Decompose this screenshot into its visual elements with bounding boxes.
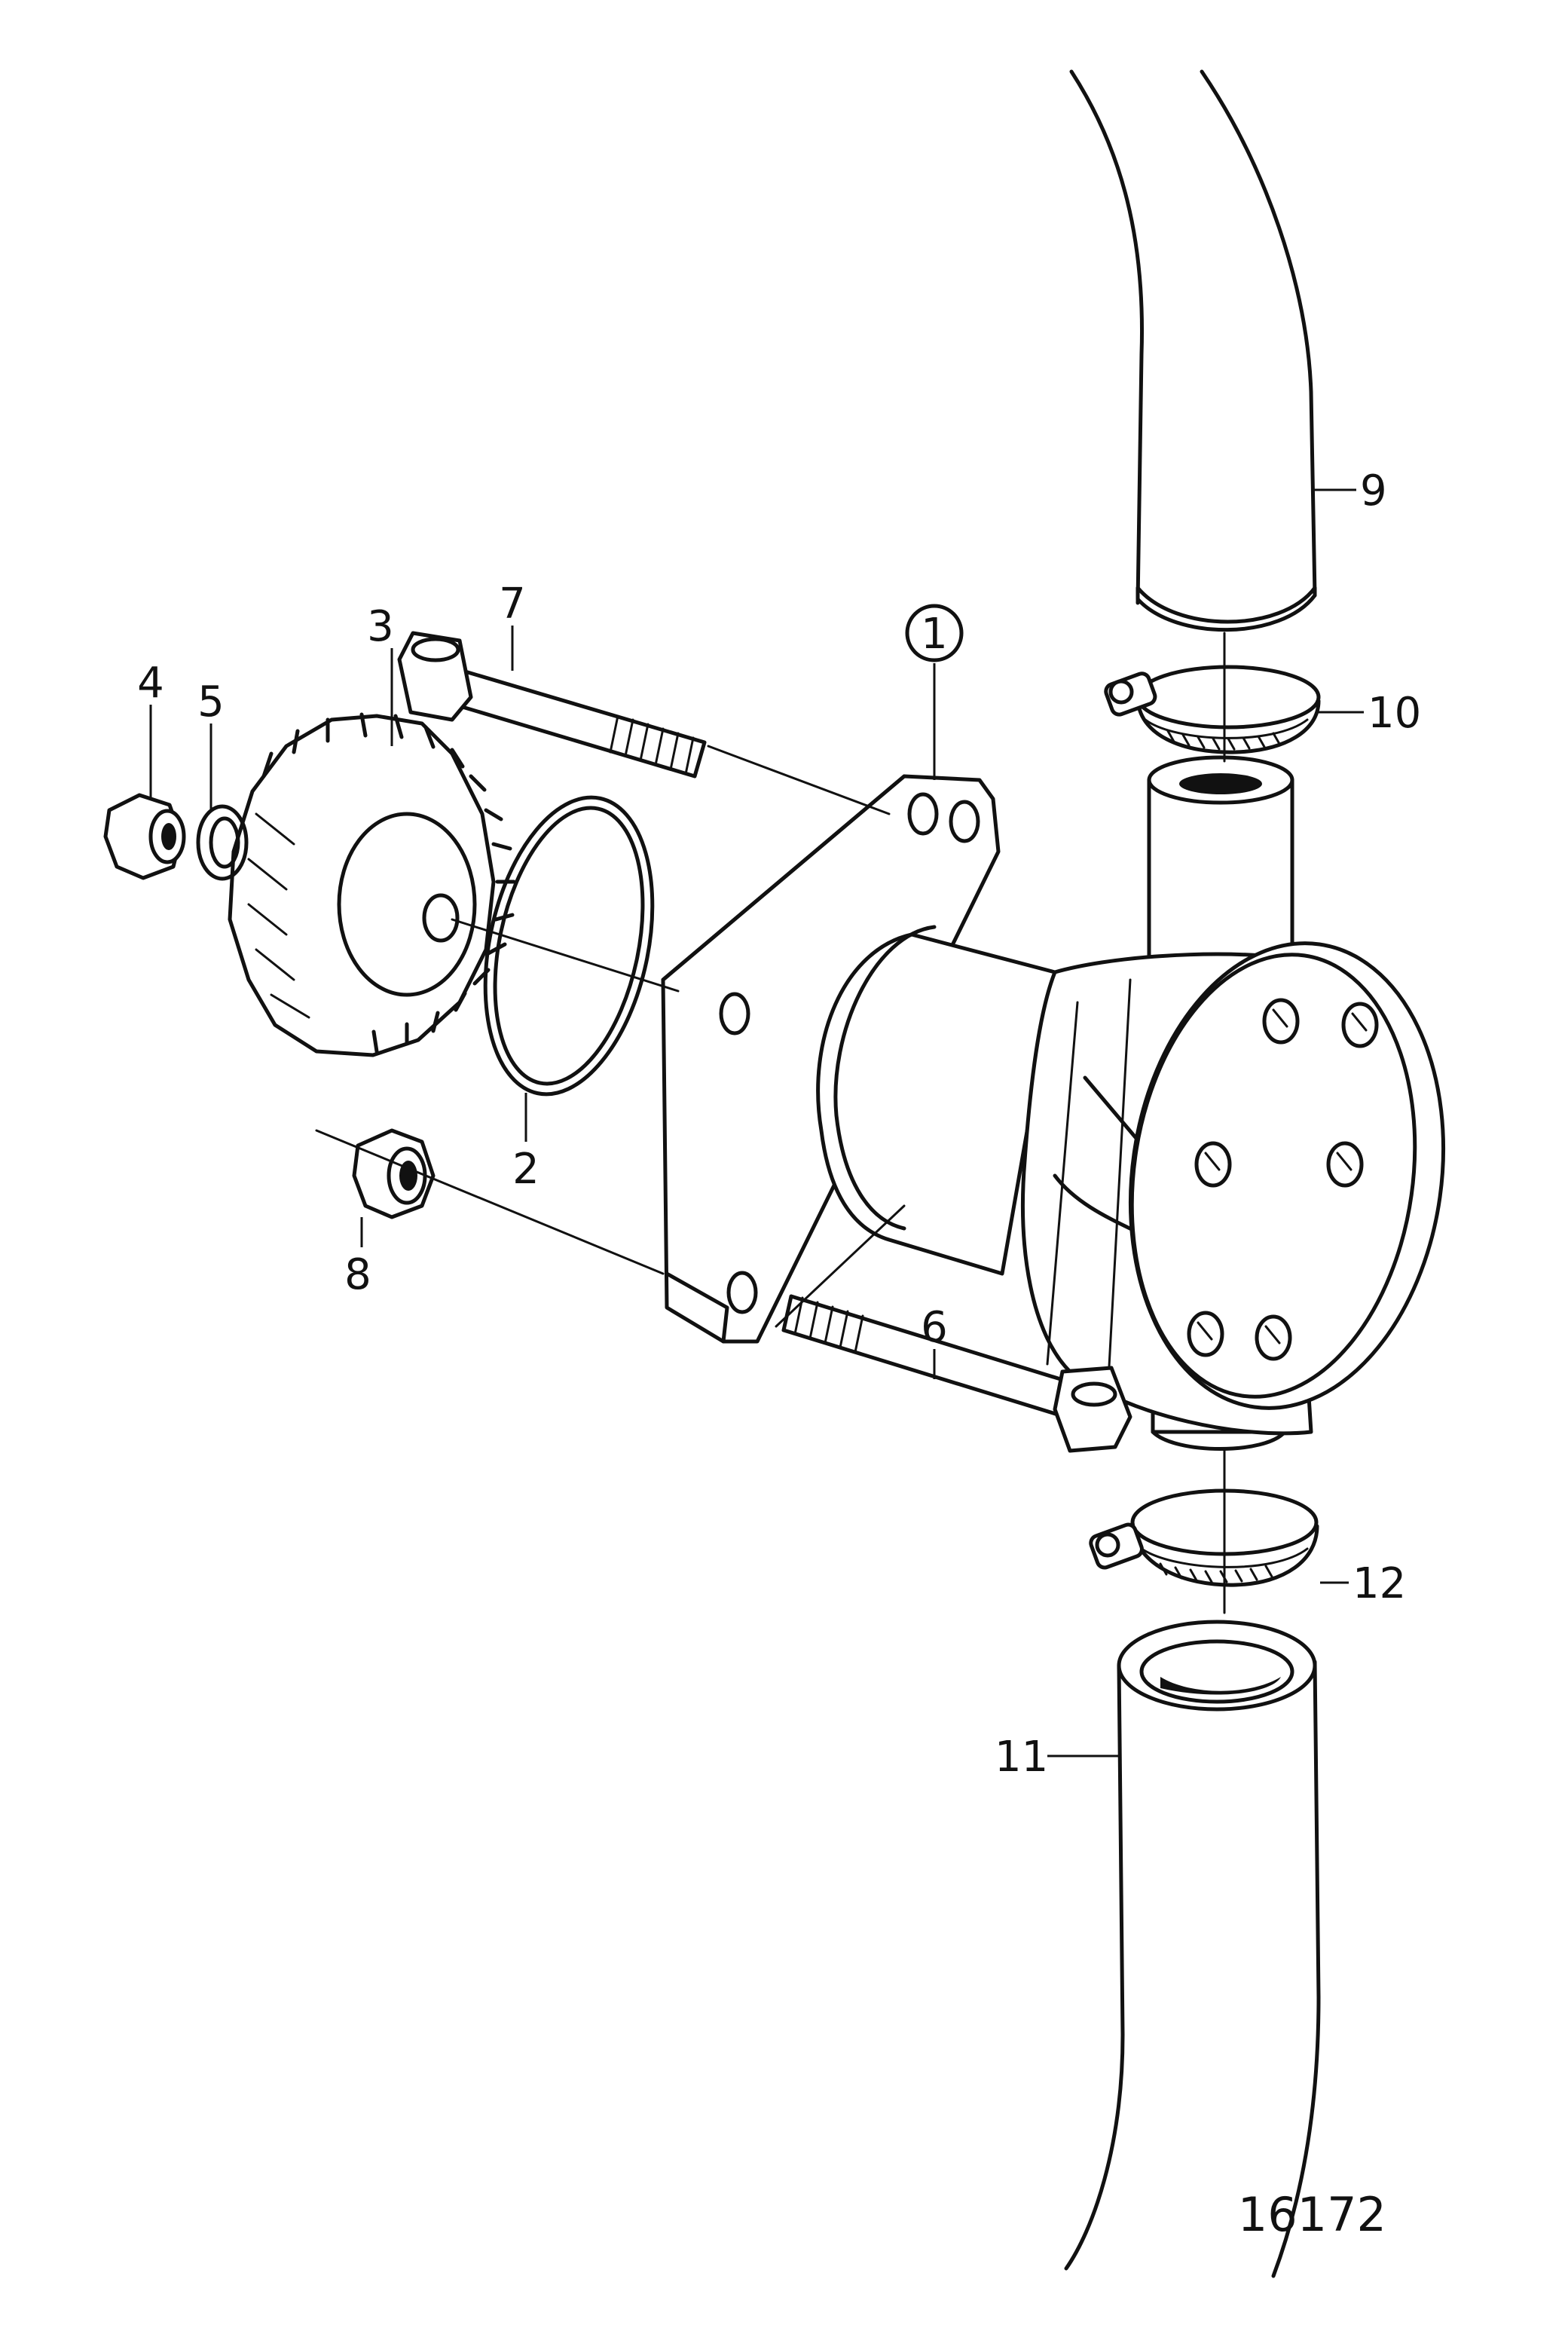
lock-washer-5 bbox=[196, 804, 249, 881]
callout-5: 5 bbox=[197, 678, 225, 727]
callout-3: 3 bbox=[367, 602, 394, 651]
callout-2: 2 bbox=[512, 1145, 539, 1194]
lower-hose bbox=[1064, 1620, 1321, 2278]
callout-labels: 1 2 3 4 5 6 7 8 9 10 11 12 bbox=[137, 467, 1421, 1782]
callout-4: 4 bbox=[137, 659, 164, 708]
long-bolt-upper bbox=[397, 631, 707, 779]
lower-hose-clamp bbox=[1089, 1488, 1319, 1587]
callout-6: 6 bbox=[921, 1303, 948, 1352]
upper-hose-clamp bbox=[1104, 665, 1321, 754]
hex-nut-4 bbox=[103, 793, 186, 880]
callout-12: 12 bbox=[1353, 1559, 1406, 1608]
assembly-center-lines bbox=[315, 632, 1226, 1614]
callout-10: 10 bbox=[1368, 689, 1421, 738]
callout-7: 7 bbox=[499, 580, 526, 629]
callout-9: 9 bbox=[1360, 467, 1387, 515]
pump-assembly bbox=[661, 755, 1446, 1451]
upper-hose bbox=[1069, 69, 1317, 632]
callout-1-circle bbox=[905, 604, 964, 662]
callout-11: 11 bbox=[995, 1733, 1048, 1782]
callout-leaders bbox=[149, 488, 1364, 1757]
hex-nut-8 bbox=[352, 1128, 436, 1219]
drive-gear bbox=[228, 712, 516, 1057]
figure-number: 16172 bbox=[1238, 2187, 1386, 2242]
o-ring bbox=[483, 795, 655, 1097]
callout-8: 8 bbox=[344, 1250, 371, 1299]
callout-1: 1 bbox=[921, 610, 948, 659]
